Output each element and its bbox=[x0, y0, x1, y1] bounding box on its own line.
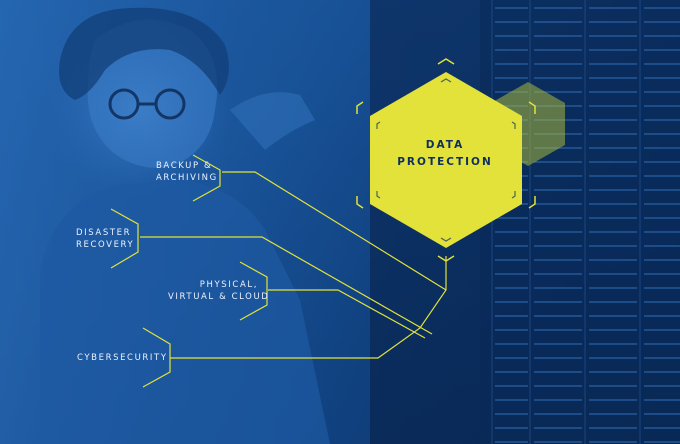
label-physical-line1: PHYSICAL, bbox=[199, 280, 258, 290]
label-backup-line2: ARCHIVING bbox=[156, 173, 218, 183]
hexagon-title-line1: DATA bbox=[425, 139, 465, 151]
bracket-disaster bbox=[110, 208, 139, 269]
label-disaster-line2: RECOVERY bbox=[76, 240, 135, 250]
label-backup-line1: BACKUP & bbox=[156, 161, 213, 171]
hexagon-title: DATA PROTECTION bbox=[390, 137, 500, 171]
connector-cybersecurity bbox=[170, 256, 447, 359]
connector-lines bbox=[140, 171, 447, 359]
label-disaster-recovery: DISASTER RECOVERY bbox=[76, 227, 134, 251]
connector-disaster bbox=[140, 236, 433, 335]
connector-backup bbox=[222, 171, 447, 291]
bracket-backup bbox=[192, 154, 221, 202]
hexagon-inner-marks bbox=[376, 78, 516, 242]
label-disaster-line1: DISASTER bbox=[76, 228, 132, 238]
label-cyber-line1: CYBERSECURITY bbox=[77, 353, 168, 363]
label-backup-archiving: BACKUP & ARCHIVING bbox=[156, 160, 218, 184]
bracket-cybersecurity bbox=[142, 327, 171, 388]
data-protection-hexagon bbox=[370, 72, 522, 248]
bracket-physical bbox=[239, 261, 268, 321]
label-physical-line2: VIRTUAL & CLOUD bbox=[168, 292, 270, 302]
server-racks bbox=[370, 0, 680, 444]
label-physical-virtual-cloud: PHYSICAL, VIRTUAL & CLOUD bbox=[168, 279, 270, 303]
label-brackets bbox=[110, 154, 268, 388]
label-cybersecurity: CYBERSECURITY bbox=[77, 352, 168, 364]
hexagon-title-line2: PROTECTION bbox=[397, 156, 493, 168]
person-figure bbox=[40, 7, 330, 444]
connector-physical bbox=[268, 289, 426, 339]
